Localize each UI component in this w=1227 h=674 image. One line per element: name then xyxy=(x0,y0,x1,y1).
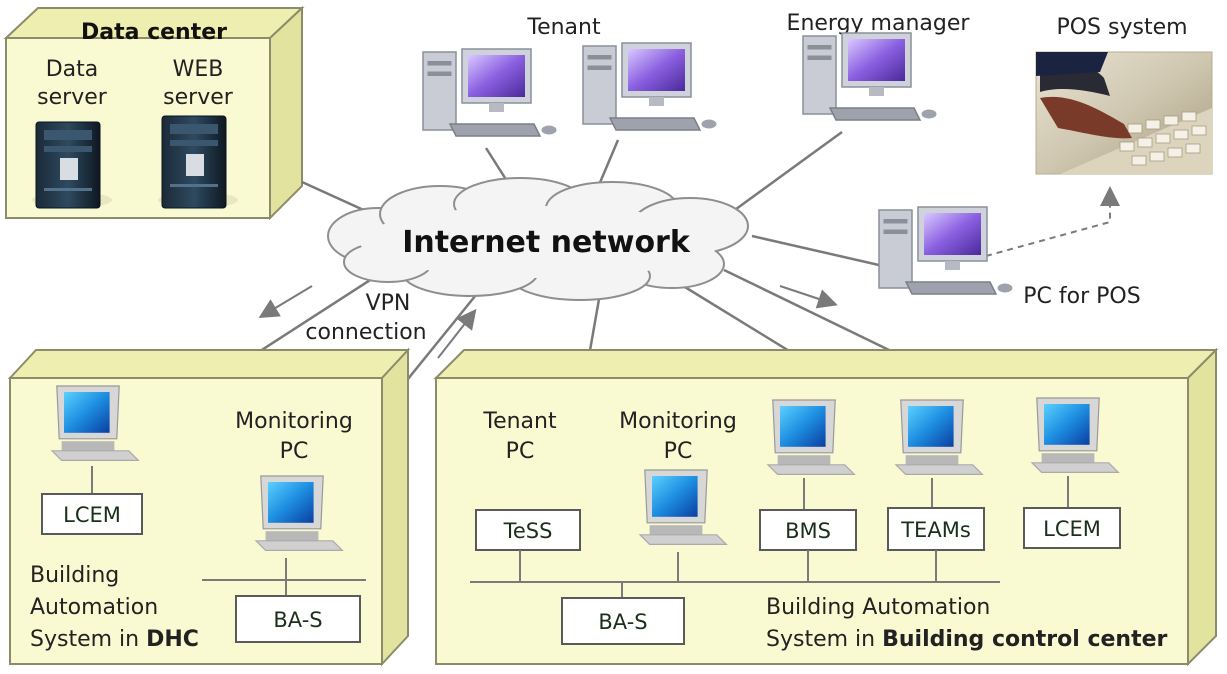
web-server-icon xyxy=(158,115,238,209)
dhc-bas-label: BA-S xyxy=(273,608,322,632)
dhc-monitoring-label-line1: Monitoring xyxy=(235,409,353,434)
energy-manager-pc-icon xyxy=(802,32,938,121)
bcc-teams-label: TEAMs xyxy=(900,518,971,542)
web-server-label-line1: WEB xyxy=(173,57,224,82)
data-server-icon xyxy=(32,121,112,209)
dhc-caption-line1: Building xyxy=(30,563,119,588)
bcc-bms-label: BMS xyxy=(785,519,831,543)
bcc-caption-line1: Building Automation xyxy=(766,595,990,620)
dhc-bas-box xyxy=(235,595,361,643)
vpn-label-line1: VPN xyxy=(366,291,411,316)
dhc-lcem-box xyxy=(41,493,143,535)
bcc-bas-label: BA-S xyxy=(598,610,647,634)
bcc-bas-box xyxy=(561,597,685,645)
dhc-monitoring-label-line2: PC xyxy=(280,439,309,464)
dhc-caption-line3-bold: DHC xyxy=(146,627,199,652)
pos-dashed-arrow xyxy=(985,186,1120,257)
data-server-label-line1: Data xyxy=(46,57,99,82)
flow-arrows xyxy=(258,285,838,359)
bcc-tess-box xyxy=(475,509,581,551)
bcc-tenant-label-line1: Tenant xyxy=(482,409,557,434)
bcc-monitoring-label-line1: Monitoring xyxy=(619,409,737,434)
bcc-caption-line2-prefix: System in xyxy=(766,627,882,652)
bcc-caption-line2: System in Building control center xyxy=(766,627,1168,652)
web-server-label-line2: server xyxy=(163,85,234,110)
dhc-caption-line2: Automation xyxy=(30,595,158,620)
internet-network-label: Internet network xyxy=(402,225,691,260)
bcc-tess-label: TeSS xyxy=(503,519,553,543)
data-server-label-line2: server xyxy=(37,85,108,110)
pc-for-pos-label: PC for POS xyxy=(1023,284,1140,309)
pos-system-label: POS system xyxy=(1056,15,1187,40)
pos-pc-icon xyxy=(878,206,1014,295)
bcc-caption-line2-bold: Building control center xyxy=(882,627,1167,652)
data-center-title: Data center xyxy=(81,20,227,45)
dhc-caption-line3: System in DHC xyxy=(30,627,199,652)
vpn-label-line2: connection xyxy=(305,320,426,345)
bcc-lcem-label: LCEM xyxy=(1043,517,1101,541)
dhc-lcem-label: LCEM xyxy=(63,503,121,527)
arrow-from-dhc xyxy=(437,308,477,359)
bcc-lcem-box xyxy=(1023,507,1121,549)
pos-system-photo xyxy=(1035,51,1213,175)
energy-manager-label: Energy manager xyxy=(787,11,971,36)
tenant-pc-icon-1 xyxy=(422,48,558,137)
link-energy-manager xyxy=(731,130,843,214)
bcc-tenant-label-line2: PC xyxy=(506,439,535,464)
bcc-monitoring-label-line2: PC xyxy=(664,439,693,464)
tenant-pc-icon-2 xyxy=(582,42,718,131)
link-pc-for-pos xyxy=(751,234,893,270)
arrow-to-pos xyxy=(779,285,838,309)
dhc-caption-line3-prefix: System in xyxy=(30,627,146,652)
arrow-to-dhc xyxy=(258,285,313,319)
tenant-label: Tenant xyxy=(526,15,601,40)
